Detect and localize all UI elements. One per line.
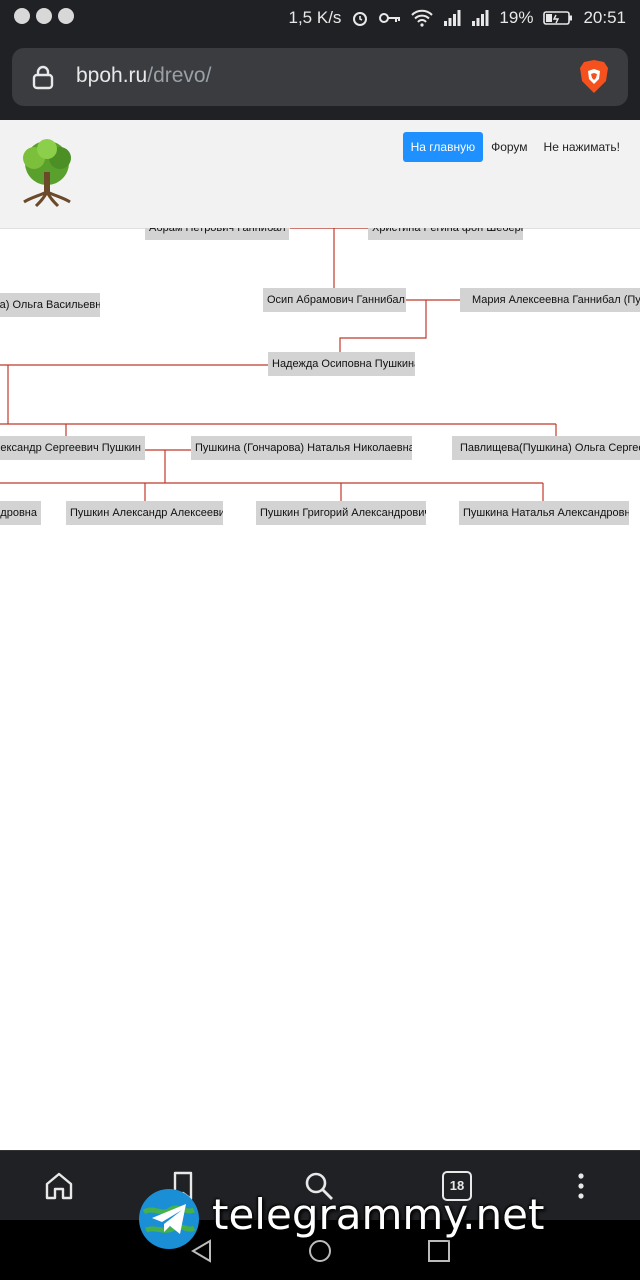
nav-dont-click-link[interactable]: Не нажимать! [543,140,620,154]
home-icon[interactable] [42,1169,76,1203]
tree-node-khristina[interactable]: Христина Регина фон Шеберг [368,228,523,240]
android-nav-bar [0,1220,640,1280]
battery-icon [543,11,573,25]
browser-bottom-toolbar: 18 [0,1150,640,1221]
vk-icon [14,8,30,24]
network-speed: 1,5 K/s [288,8,342,27]
status-bar: 1,5 K/s 19% 20:51 [0,0,640,36]
site-nav: На главную Форум Не нажимать! [402,132,628,162]
signal-icon [444,10,461,26]
tree-node-olga-v[interactable]: (а) Ольга Васильевна [0,293,100,317]
tree-node-osip[interactable]: Осип Абрамович Ганнибал [263,288,406,312]
tree-node-alexander-s-label: Александр Сергеевич Пушкин [0,442,141,454]
wifi-icon [411,9,434,27]
watermark: telegrammy.net [136,1186,636,1256]
nav-forum-link[interactable]: Форум [491,140,528,154]
tree-node-abram[interactable]: Абрам Петрович Ганнибал [145,228,289,240]
tree-node-maria-a[interactable]: Пушкина Мария Александровна [0,501,41,525]
tree-node-maria[interactable]: Мария Алексеевна Ганнибал (Пушкина) [460,288,640,312]
tree-connector-lines [0,228,557,501]
tree-node-natalia-n[interactable]: Пушкина (Гончарова) Наталья Николаевна [191,436,412,460]
menu-more-icon[interactable] [564,1169,598,1203]
tabs-count-button[interactable]: 18 [442,1171,472,1201]
tree-node-olga-s[interactable]: Павлищева(Пушкина) Ольга Сергеевна [452,436,640,460]
nav-home-link[interactable]: На главную [402,132,484,162]
vpn-key-icon [379,13,401,23]
recents-icon[interactable] [426,1238,452,1264]
tree-logo-icon[interactable] [14,136,80,208]
app-notification-icon [36,8,52,24]
lock-icon[interactable] [30,64,56,90]
telegram-globe-icon [139,1189,199,1249]
alarm-icon [353,12,368,26]
watermark-text: telegrammy.net [212,1190,545,1239]
tree-node-maria-a-label: Пушкина Мария Александровна [0,507,37,519]
url-text[interactable]: bpoh.ru/drevo/ [76,64,211,88]
site-header: На главную Форум Не нажимать! [0,120,640,229]
search-icon[interactable] [302,1169,336,1203]
tree-node-natalia-a[interactable]: Пушкина Наталья Александровна [459,501,629,525]
notification-icons [14,8,74,24]
tree-node-grigory[interactable]: Пушкин Григорий Александрович [256,501,426,525]
family-tree: Абрам Петрович Ганнибал Христина Регина … [0,228,640,1148]
clock: 20:51 [583,8,626,27]
tree-node-nadezhda[interactable]: Надежда Осиповна Пушкина [268,352,415,376]
home-nav-icon[interactable] [307,1238,333,1264]
signal-icon-2 [472,10,489,26]
back-icon[interactable] [188,1238,214,1264]
battery-percent: 19% [499,8,534,27]
url-path: /drevo/ [147,64,212,87]
url-domain: bpoh.ru [76,64,148,87]
browser-top-bar: bpoh.ru/drevo/ [0,36,640,120]
address-bar[interactable]: bpoh.ru/drevo/ [12,48,628,106]
brave-shield-icon[interactable] [578,59,610,95]
system-icons: 1,5 K/s 19% 20:51 [289,8,627,28]
tree-node-alexander-s[interactable]: Александр Сергеевич Пушкин [0,436,145,460]
telegram-icon [58,8,74,24]
tree-node-alexander-a[interactable]: Пушкин Александр Алексеевич [66,501,223,525]
